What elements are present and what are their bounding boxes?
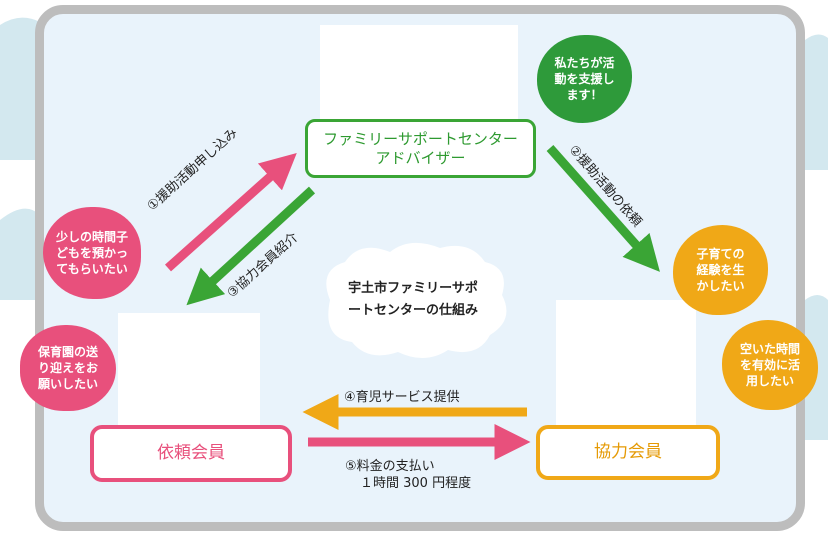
experience-bubble-text: 子育ての経験を生かしたい: [696, 246, 745, 294]
arrow-1-apply: [165, 153, 297, 272]
childcare-bubble-text: 少しの時間子どもを預かってもらいたい: [55, 229, 128, 277]
experience-bubble: 子育ての経験を生かしたい: [673, 225, 768, 315]
nursery-bubble-text: 保育園の送り迎えをお願いしたい: [37, 344, 98, 392]
family-support-center-advisor: ファミリーサポートセンター アドバイザー: [305, 119, 536, 178]
free-time-bubble-text: 空いた時間を有効に活用したい: [739, 341, 800, 389]
arrow-label-5: ⑤料金の支払い: [345, 459, 435, 474]
fsc-label-line2: アドバイザー: [375, 148, 466, 167]
center-title: 宇土市ファミリーサポートセンターの仕組み: [313, 245, 513, 355]
free-time-bubble: 空いた時間を有効に活用したい: [722, 320, 818, 410]
helper-member: 協力会員: [536, 425, 720, 480]
fsc-label-line1: ファミリーサポートセンター: [323, 129, 518, 148]
arrow-label-4: ④育児サービス提供: [344, 390, 460, 405]
requester-image-area: [118, 313, 260, 425]
arrow-2-request: [546, 145, 660, 272]
arrow-3-introduce: [186, 186, 316, 306]
support-bubble: 私たちが活動を支援します！: [537, 35, 632, 123]
arrow-label-5-sub: １時間 300 円程度: [360, 476, 472, 491]
center-title-text: 宇土市ファミリーサポートセンターの仕組み: [347, 280, 478, 318]
advisor-image-area: [320, 25, 518, 120]
requester-member: 依頼会員: [90, 425, 292, 482]
childcare-bubble: 少しの時間子どもを預かってもらいたい: [43, 207, 141, 299]
nursery-bubble: 保育園の送り迎えをお願いしたい: [20, 325, 116, 411]
helper-image-area: [556, 300, 696, 425]
support-bubble-text: 私たちが活動を支援します！: [554, 55, 615, 103]
